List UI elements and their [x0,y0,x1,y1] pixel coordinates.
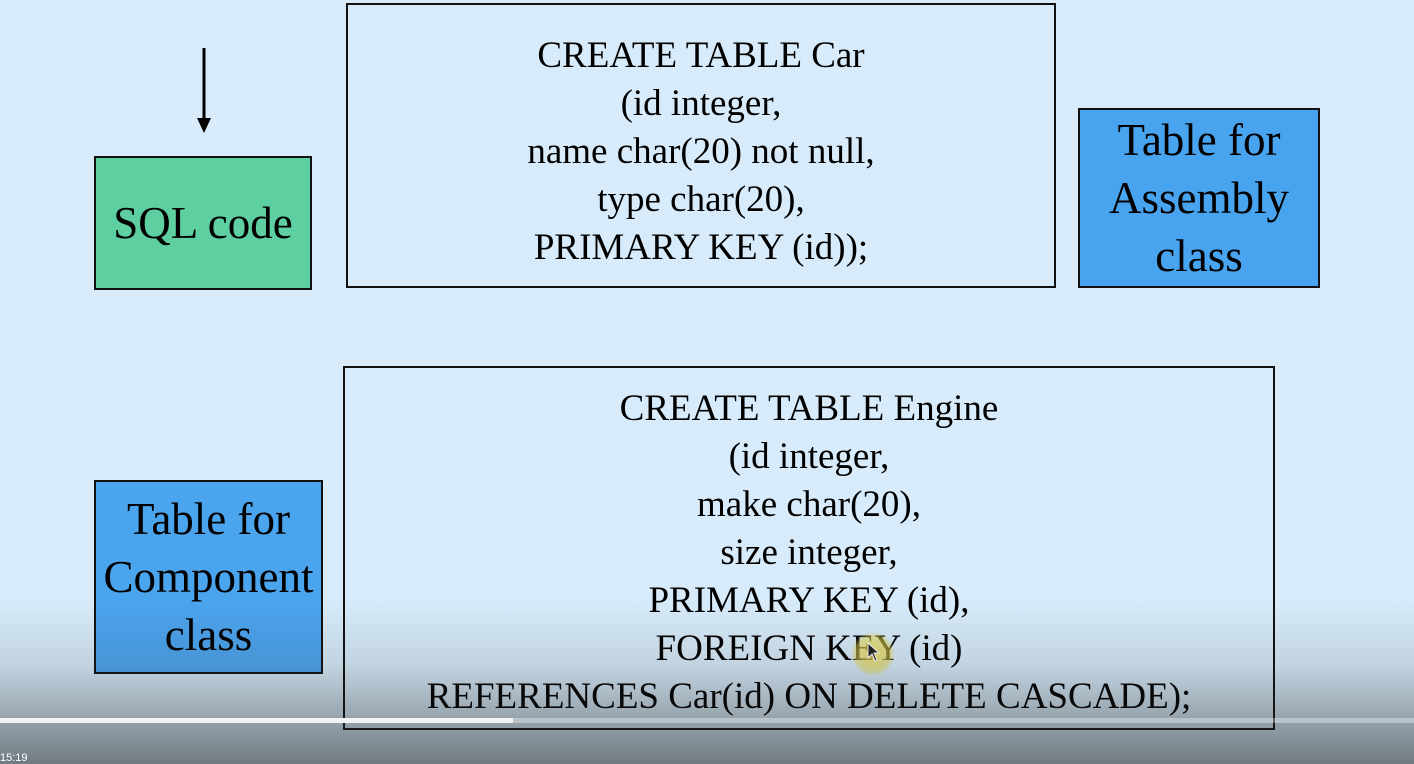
current-time: 15:19 [0,752,28,764]
car-table-sql-box: CREATE TABLE Car (id integer, name char(… [346,3,1056,288]
component-table-label: Table for Component class [94,480,323,674]
car-sql-line: (id integer, [620,83,782,124]
sql-code-text: SQL code [113,198,293,248]
car-sql-line: CREATE TABLE Car [537,35,865,76]
car-sql-line: type char(20), [597,179,805,220]
engine-sql-line: CREATE TABLE Engine [619,388,999,429]
engine-sql-line: size integer, [720,532,898,573]
engine-sql-line: REFERENCES Car(id) ON DELETE CASCADE); [426,676,1192,717]
video-progress-fill [0,718,514,723]
sql-code-label: SQL code [94,156,312,290]
engine-sql-line: (id integer, [728,436,890,477]
assembly-label-line: Assembly [1109,173,1289,223]
assembly-table-label: Table for Assembly class [1078,108,1320,288]
car-sql-line: name char(20) not null, [527,131,875,172]
assembly-label-line: Table for [1117,115,1281,165]
mouse-pointer-icon [851,632,895,676]
down-arrow-icon [197,48,211,133]
engine-sql-line: PRIMARY KEY (id), [648,580,970,621]
engine-sql-line: make char(20), [697,484,921,525]
car-sql-line: PRIMARY KEY (id)); [533,227,869,268]
component-label-line: Table for [126,494,290,544]
video-progress-bar[interactable] [0,718,1414,723]
engine-sql-line: FOREIGN KEY (id) [655,628,963,669]
component-label-line: Component [103,552,314,602]
engine-table-sql-box: CREATE TABLE Engine (id integer, make ch… [343,366,1275,730]
assembly-label-line: class [1155,231,1243,281]
component-label-line: class [164,610,253,660]
